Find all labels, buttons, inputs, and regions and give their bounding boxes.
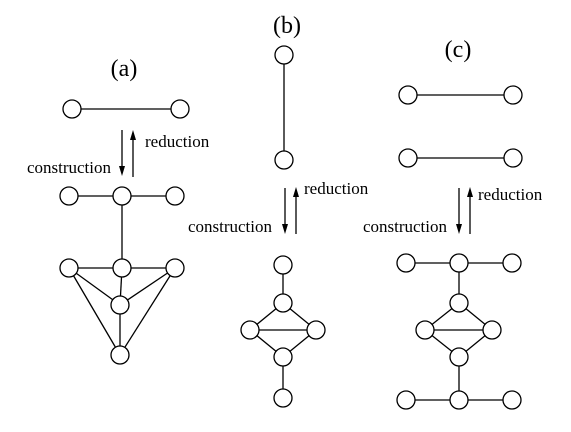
panel-c: (c) construction reduction	[363, 37, 543, 410]
node	[273, 347, 293, 367]
node	[59, 258, 79, 278]
construction-arrow-head	[456, 224, 462, 234]
node	[398, 148, 418, 168]
panel-c-constructed-graph	[396, 253, 522, 410]
node	[482, 320, 502, 340]
node	[62, 99, 82, 119]
node	[306, 320, 326, 340]
panel-b-reduction-label: reduction	[304, 179, 369, 198]
panel-c-reduction-label: reduction	[478, 185, 543, 204]
node	[396, 253, 416, 273]
edge	[68, 267, 121, 306]
panel-b-arrows	[282, 187, 299, 234]
panel-a-construction-label: construction	[27, 158, 112, 177]
node	[59, 186, 79, 206]
panel-a-label: (a)	[111, 56, 138, 82]
construction-arrow-head	[282, 224, 288, 234]
panel-a: (a) construction reduction	[27, 56, 210, 365]
reduction-arrow-head	[130, 130, 136, 140]
node	[273, 388, 293, 408]
panel-c-construction-label: construction	[363, 217, 448, 236]
panel-c-label: (c)	[445, 37, 472, 63]
node	[274, 150, 294, 170]
panel-a-reduced-graph	[62, 99, 190, 119]
node	[240, 320, 260, 340]
node	[502, 390, 522, 410]
panel-b-reduced-graph	[274, 45, 294, 170]
node	[110, 295, 130, 315]
node	[449, 253, 469, 273]
node	[396, 390, 416, 410]
panel-a-reduction-label: reduction	[145, 132, 210, 151]
node	[170, 99, 190, 119]
node	[449, 390, 469, 410]
node	[112, 186, 132, 206]
panel-b-constructed-graph	[240, 255, 326, 408]
panel-b-label: (b)	[273, 13, 301, 39]
construction-arrow-head	[119, 166, 125, 176]
edge	[119, 267, 176, 356]
panel-a-arrows	[119, 130, 136, 177]
node	[503, 85, 523, 105]
node	[415, 320, 435, 340]
panel-b: (b) construction reduction	[188, 13, 369, 408]
panel-c-arrows	[456, 187, 473, 234]
node	[273, 255, 293, 275]
edge	[68, 267, 121, 356]
node	[449, 347, 469, 367]
node	[165, 186, 185, 206]
node	[112, 258, 132, 278]
node	[165, 258, 185, 278]
panel-c-reduced-graph	[398, 85, 523, 168]
node	[503, 148, 523, 168]
reduction-arrow-head	[467, 187, 473, 197]
panel-b-construction-label: construction	[188, 217, 273, 236]
node	[110, 345, 130, 365]
edge	[119, 267, 176, 306]
node	[449, 293, 469, 313]
reduction-arrow-head	[293, 187, 299, 197]
node	[274, 45, 294, 65]
node	[502, 253, 522, 273]
panel-a-constructed-graph	[59, 186, 185, 365]
node	[273, 293, 293, 313]
node	[398, 85, 418, 105]
